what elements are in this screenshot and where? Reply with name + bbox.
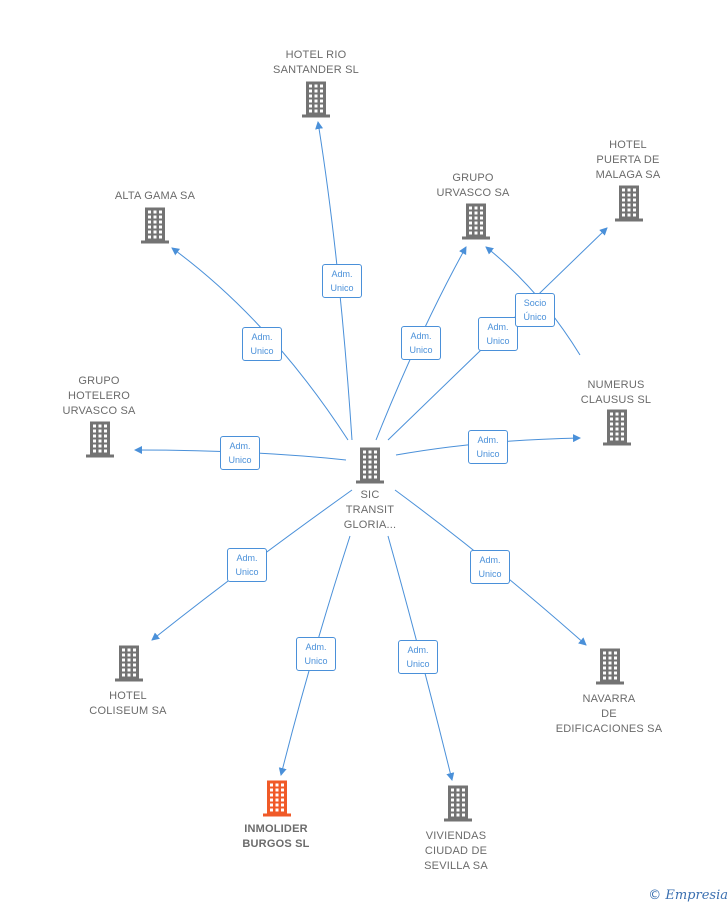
edge-role-label: Socio Único <box>515 293 555 327</box>
center-node-icon[interactable] <box>356 447 384 489</box>
copyright-icon: © <box>648 888 662 903</box>
edge-role-label: Adm. Unico <box>322 264 362 298</box>
brand-logo: Empresia <box>665 888 728 903</box>
node-label-hotel-coliseum: HOTEL COLISEUM SA <box>89 690 167 717</box>
node-label-numerus: NUMERUS CLAUSUS SL <box>580 379 652 406</box>
empresia-watermark: © Empresia <box>648 888 728 903</box>
node-label-center: SIC TRANSIT GLORIA... <box>343 489 397 531</box>
edge-role-label: Adm. Unico <box>398 640 438 674</box>
edge-role-label: Adm. Unico <box>468 430 508 464</box>
hotel-coliseum-building-icon[interactable] <box>115 645 143 687</box>
node-label-alta-gama: ALTA GAMA SA <box>114 190 196 202</box>
node-label-hotel-rio: HOTEL RIO SANTANDER SL <box>273 49 359 76</box>
node-label-viviendas: VIVIENDAS CIUDAD DE SEVILLA SA <box>424 830 488 872</box>
grupo-urvasco-building-icon[interactable] <box>462 203 490 245</box>
node-label-inmolider: INMOLIDER BURGOS SL <box>242 823 310 850</box>
edge-role-label: Adm. Unico <box>470 550 510 584</box>
node-label-grupo-urvasco: GRUPO URVASCO SA <box>436 172 510 199</box>
edge-role-label: Adm. Unico <box>401 326 441 360</box>
edge-role-label: Adm. Unico <box>242 327 282 361</box>
node-label-grupo-hotelero: GRUPO HOTELERO URVASCO SA <box>62 375 136 417</box>
navarra-building-icon[interactable] <box>596 648 624 690</box>
node-label-hotel-puerta: HOTEL PUERTA DE MALAGA SA <box>595 139 661 181</box>
edge-role-label: Adm. Unico <box>478 317 518 351</box>
edge-role-label: Adm. Unico <box>296 637 336 671</box>
numerus-building-icon[interactable] <box>603 409 631 451</box>
hotel-puerta-building-icon[interactable] <box>615 185 643 227</box>
node-label-navarra: NAVARRA DE EDIFICACIONES SA <box>555 693 663 735</box>
edge-role-label: Adm. Unico <box>220 436 260 470</box>
grupo-hotelero-building-icon[interactable] <box>86 421 114 463</box>
inmolider-building-icon[interactable] <box>263 780 291 822</box>
edge-role-label: Adm. Unico <box>227 548 267 582</box>
hotel-rio-building-icon[interactable] <box>302 81 330 123</box>
viviendas-building-icon[interactable] <box>444 785 472 827</box>
alta-gama-building-icon[interactable] <box>141 207 169 249</box>
